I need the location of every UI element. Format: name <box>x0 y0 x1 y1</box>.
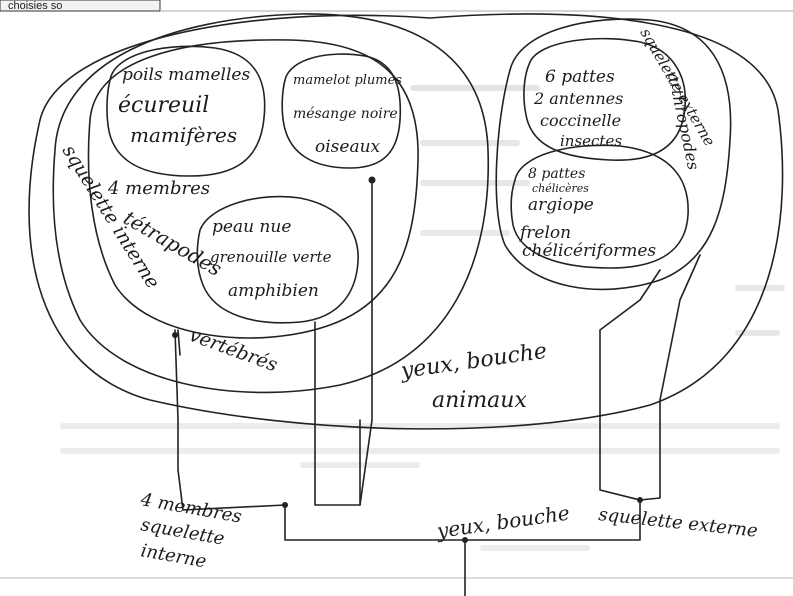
tetrapodes-trait: 4 membres <box>107 178 210 199</box>
tree-labels: 4 membres squelette interne yeux, bouche… <box>138 489 758 572</box>
insectes-example: coccinelle <box>540 111 621 130</box>
arthropodes-labels: squelette externe arthropodes <box>637 25 719 172</box>
cheliceriformes-label: chélicériformes <box>522 241 656 261</box>
cheliceriformes-example-2: frelon <box>518 223 571 243</box>
insectes-outline <box>523 37 686 161</box>
oiseaux-example: mésange noire <box>293 106 398 122</box>
oiseaux-trait: mamelot plumes <box>293 73 402 88</box>
tetrapodes-outline <box>87 39 419 339</box>
insectes-label: insectes <box>560 132 622 150</box>
cheliceriformes-trait-2: chélicères <box>532 182 589 195</box>
cheliceriformes-outline <box>510 144 689 269</box>
amphibiens-example: grenouille verte <box>210 248 332 266</box>
tree-root-label: yeux, bouche <box>434 501 571 544</box>
cheliceriformes-example-1: argiope <box>528 195 594 215</box>
top-printed-fragment: choisies so <box>8 0 62 12</box>
mammiferes-label: mamifères <box>130 123 237 147</box>
insectes-trait-1: 6 pattes <box>545 67 615 87</box>
amphibiens-trait: peau nue <box>212 217 291 237</box>
mammiferes-labels: poils mamelles écureuil mamifères <box>118 65 250 147</box>
mammiferes-outline <box>106 45 266 177</box>
tree-lines <box>172 176 701 596</box>
tree-arthropod-label: squelette externe <box>597 504 758 542</box>
oiseaux-labels: mamelot plumes mésange noire oiseaux <box>293 73 402 157</box>
amphibiens-outline <box>196 195 359 324</box>
cheliceriformes-labels: 8 pattes chélicères argiope frelon chéli… <box>518 166 656 261</box>
oiseaux-outline <box>281 53 402 169</box>
vertebres-outline <box>52 13 490 394</box>
insectes-trait-2: 2 antennes <box>533 89 623 108</box>
animaux-label: animaux <box>432 388 527 413</box>
animaux-labels: yeux, bouche animaux <box>398 339 548 413</box>
oiseaux-label: oiseaux <box>315 137 381 157</box>
vertebres-label: vertébrés <box>186 324 280 376</box>
mammiferes-example: écureuil <box>118 93 209 118</box>
insectes-labels: 6 pattes 2 antennes coccinelle insectes <box>533 67 623 150</box>
amphibiens-label: amphibien <box>228 281 319 301</box>
mammiferes-trait: poils mamelles <box>122 65 250 85</box>
cheliceriformes-trait-1: 8 pattes <box>528 166 585 182</box>
arthropodes-outline <box>495 18 732 291</box>
amphibiens-labels: peau nue grenouille verte amphibien <box>210 217 332 301</box>
